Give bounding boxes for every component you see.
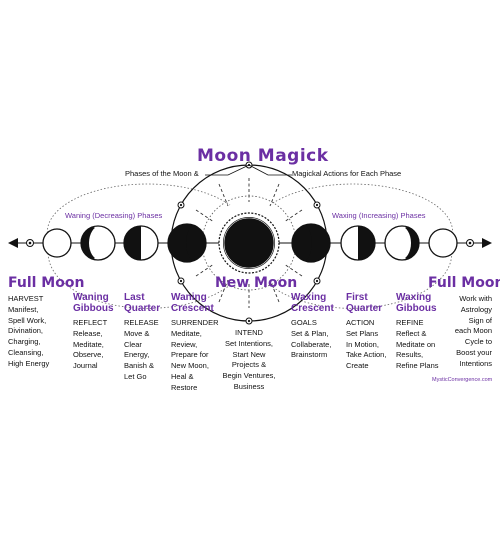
radiating-rays [195, 178, 303, 308]
full-moon-right-icon [428, 228, 458, 258]
waxing-gibbous-details: REFINE Reflect & Meditate on Results, Re… [396, 318, 439, 371]
full-moon-left-icon [42, 228, 72, 258]
full-moon-left-heading: Full Moon [8, 275, 85, 291]
subtitle-right: Magickal Actions for Each Phase [292, 169, 402, 178]
left-arrow-icon [8, 238, 18, 248]
website-credit[interactable]: MysticConvergence.com [432, 377, 493, 383]
waxing-gibbous-icon [384, 225, 420, 261]
waning-gibbous-details: REFLECT Release, Meditate, Observe, Jour… [73, 318, 108, 371]
full-moon-right-heading: Full Moon [428, 275, 500, 291]
new-moon-details: INTEND Set Intentions, Start New Project… [222, 328, 276, 391]
phase-keyword: HARVEST [8, 294, 44, 303]
subtitle-left: Phases of the Moon & [125, 169, 199, 178]
waxing-crescent-details: GOALS Set & Plan, Collaberate, Brainstor… [291, 318, 332, 360]
waning-crescent-details: SURRENDER Meditate, Review, Prepare for … [171, 318, 219, 392]
right-arrow-icon [482, 238, 492, 248]
full-moon-left-details: HARVEST Manifest, Spell Work, Divination… [8, 294, 50, 368]
waning-crescent-icon [167, 223, 207, 263]
waning-gibbous-icon [80, 225, 116, 261]
new-moon-label: New Moon [215, 275, 298, 291]
waxing-crescent-icon [291, 223, 331, 263]
waxing-orbit-arc-lower [269, 242, 453, 309]
waxing-orbit-arc [269, 183, 454, 244]
waxing-phases-label: Waxing (Increasing) Phases [332, 211, 426, 220]
waning-phases-label: Waning (Decreasing) Phases [65, 211, 163, 220]
first-quarter-details: ACTION Set Plans In Motion, Take Action,… [346, 318, 387, 371]
last-quarter-details: RELEASE Move & Clear Energy, Banish & Le… [124, 318, 159, 381]
waning-orbit-arc-lower [47, 242, 231, 309]
full-moon-right-details: Work with Astrology Sign of each Moon Cy… [454, 294, 492, 368]
page-title: Moon Magick [197, 146, 329, 166]
last-quarter-icon [123, 225, 159, 261]
first-quarter-icon [340, 225, 376, 261]
new-moon-icon [218, 212, 280, 274]
